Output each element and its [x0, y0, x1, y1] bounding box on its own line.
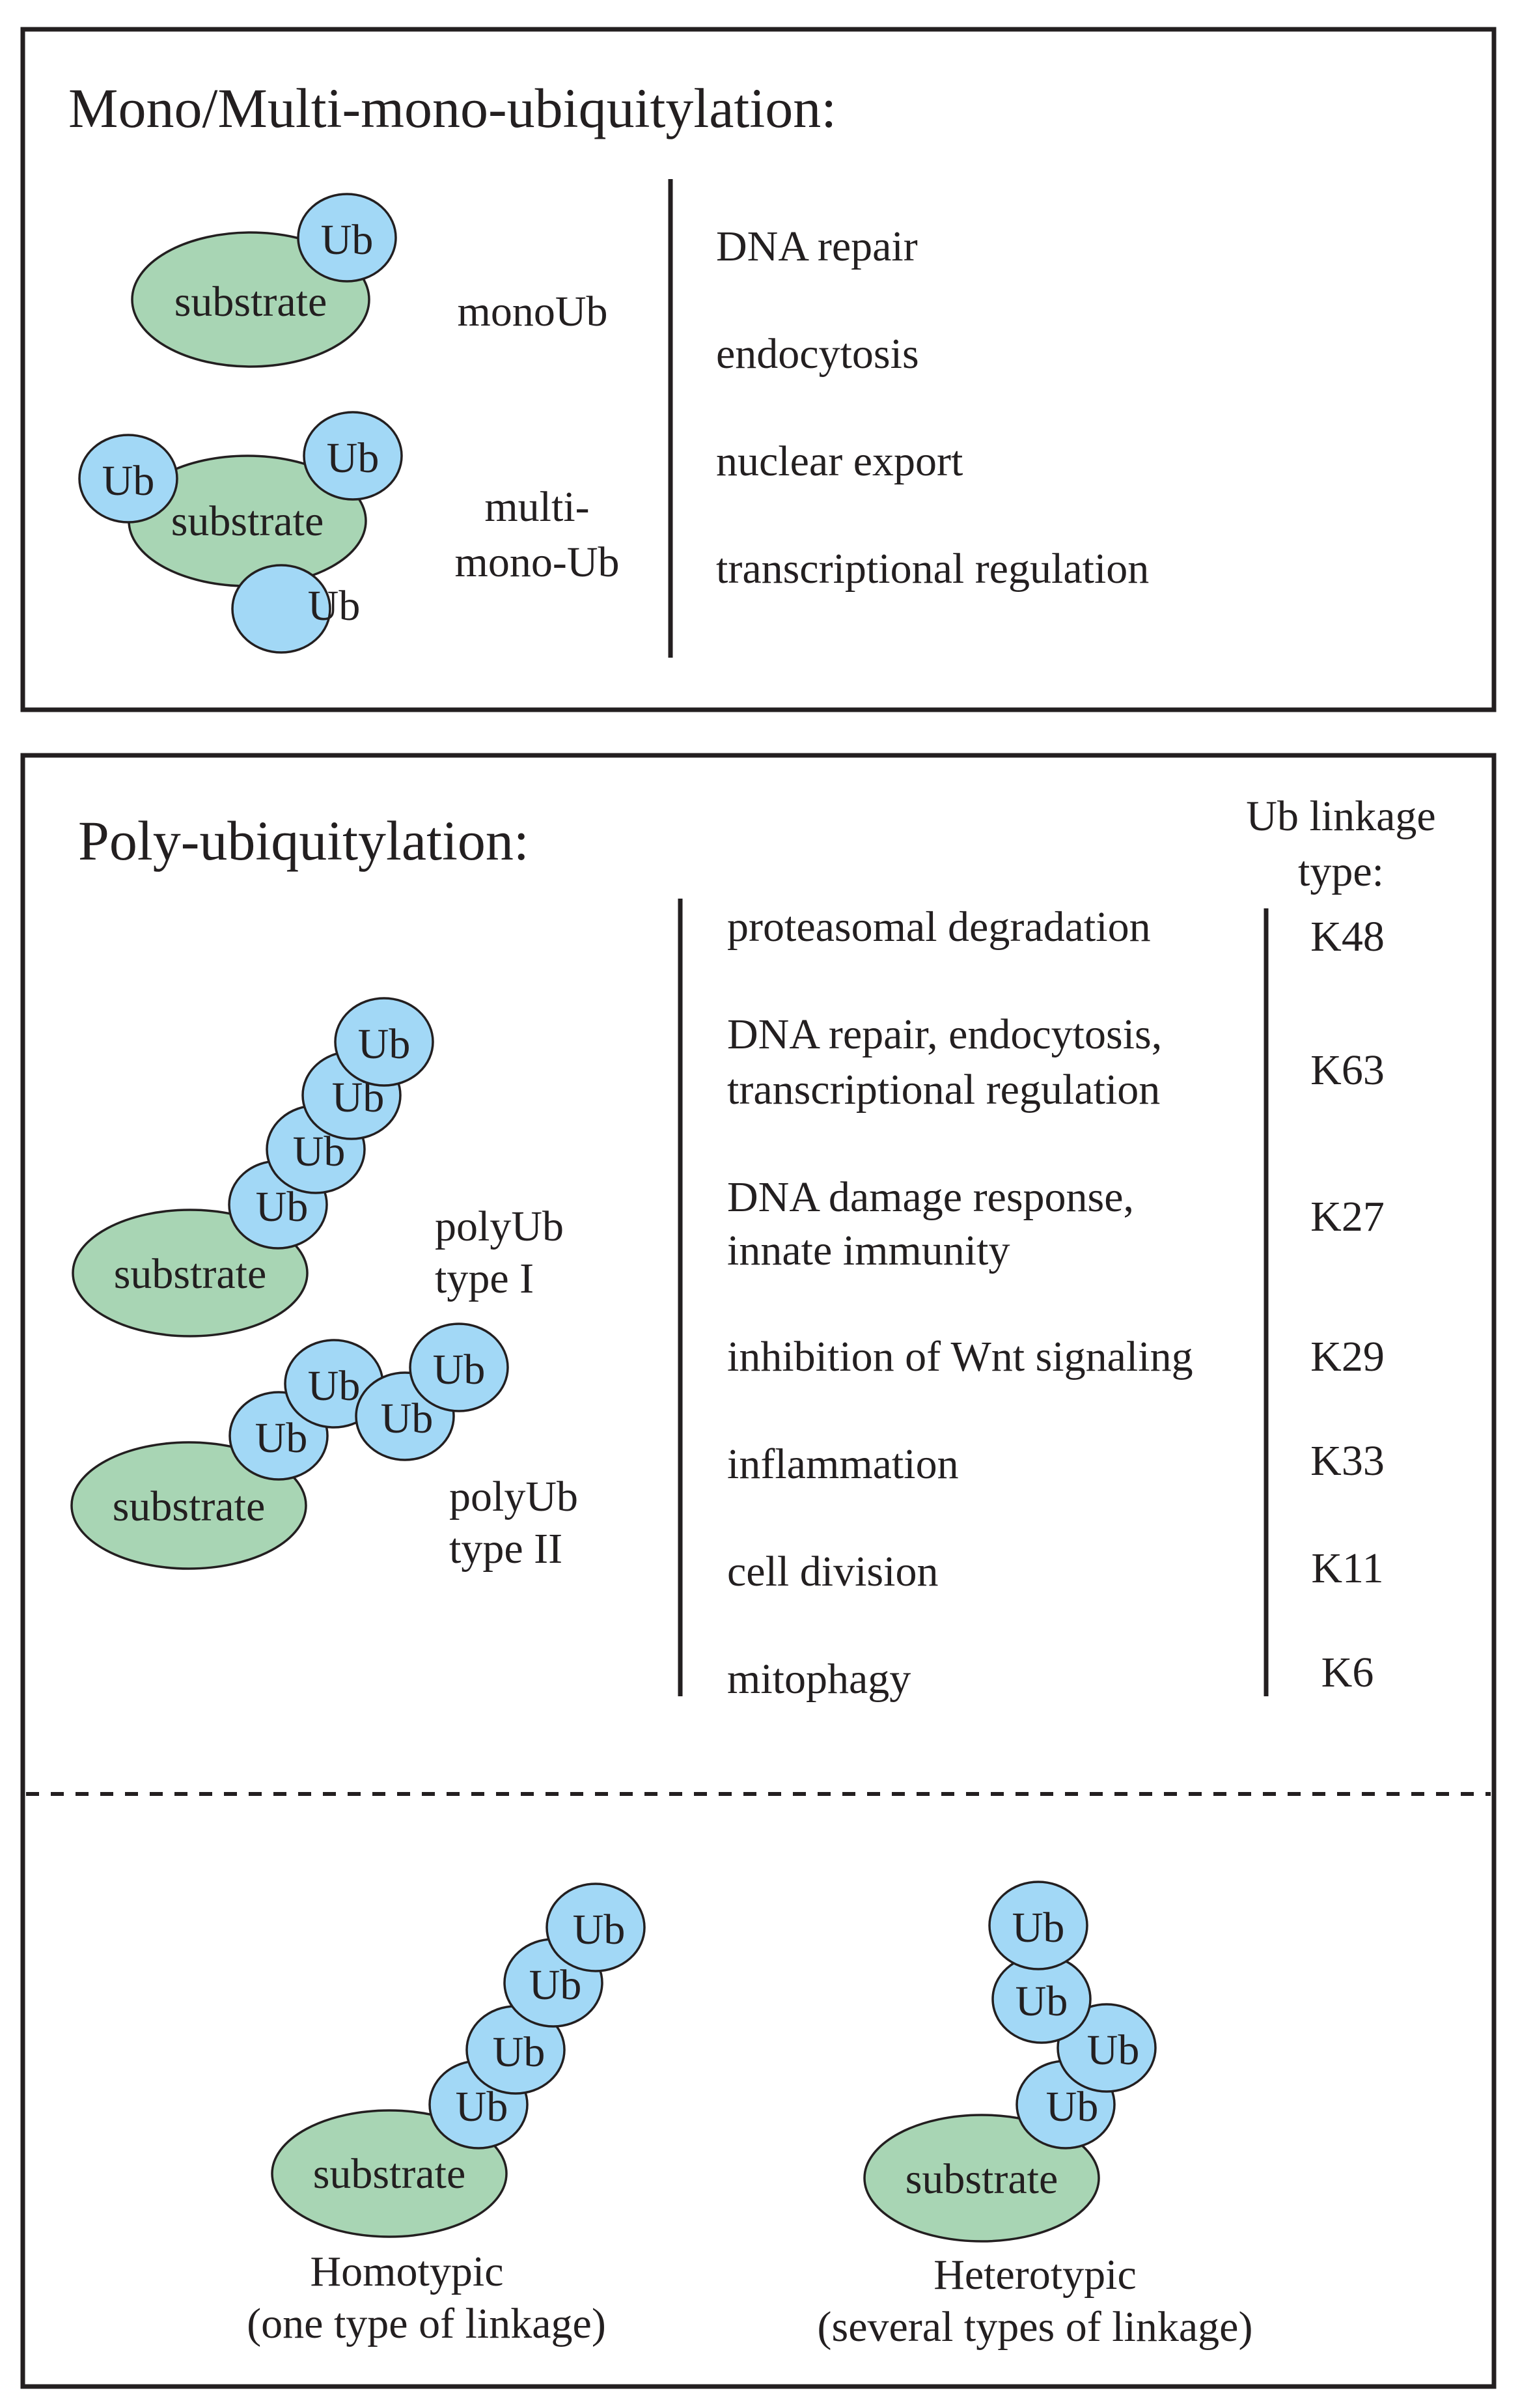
poly-ubiquitylation-panel: Poly-ubiquitylation: Ub linkage type: su… [20, 753, 1497, 2389]
heterotypic-chain: substrate Ub Ub Ub Ub [863, 1881, 1157, 2243]
polyub-type1-line2: type I [435, 1255, 534, 1302]
ub-shape [988, 1881, 1088, 1970]
monoub-label: monoUb [458, 288, 608, 335]
ub-label: Ub [573, 1906, 626, 1953]
substrate-label: substrate [114, 1250, 267, 1298]
ub-label: Ub [255, 1414, 308, 1462]
mono-function-item: endocytosis [716, 330, 919, 378]
substrate-label: substrate [113, 1483, 266, 1530]
mono-function-item: transcriptional regulation [716, 545, 1149, 593]
monoub-molecule: substrate Ub [131, 193, 397, 368]
poly-row: DNA repair, endocytosis, transcriptional… [727, 1011, 1385, 1113]
mono-function-list: DNA repair endocytosis nuclear export tr… [716, 223, 1149, 593]
ub-label: Ub [321, 216, 374, 264]
poly-row-linkage: K27 [1310, 1193, 1385, 1240]
multi-monoub-molecule: substrate Ub Ub Ub [78, 411, 403, 654]
ub-label: Ub [102, 457, 155, 505]
poly-row-function: proteasomal degradation [727, 903, 1151, 951]
poly-row-function: innate immunity [727, 1227, 1010, 1274]
poly-row: inhibition of Wnt signaling K29 [727, 1333, 1385, 1380]
poly-row-function: DNA repair, endocytosis, [727, 1011, 1162, 1058]
poly-row-linkage: K48 [1310, 913, 1385, 960]
polyub-type1-line1: polyUb [435, 1203, 564, 1250]
poly-panel-title: Poly-ubiquitylation: [78, 809, 529, 872]
ub-shape [546, 1883, 646, 1972]
poly-row-function: transcriptional regulation [727, 1066, 1160, 1113]
poly-row: proteasomal degradation K48 [727, 903, 1385, 960]
substrate-label: substrate [171, 497, 324, 545]
homotypic-sublabel: (one type of linkage) [247, 2300, 606, 2347]
ub-shape [297, 193, 397, 283]
poly-row-function: cell division [727, 1548, 938, 1595]
ub-label: Ub [308, 1362, 361, 1410]
mono-panel-frame [20, 27, 1497, 712]
poly-panel-frame [20, 753, 1497, 2389]
polyub-type2-line2: type II [449, 1525, 562, 1573]
poly-row-function: mitophagy [727, 1655, 911, 1703]
ub-label: Ub [358, 1020, 411, 1068]
ub-label: Ub [1046, 2083, 1099, 2131]
substrate-shape [70, 1441, 307, 1570]
ub-label: Ub [1012, 1904, 1065, 1952]
ub-shape [78, 434, 178, 524]
ub-shape [1057, 2003, 1157, 2093]
substrate-shape [72, 1209, 309, 1337]
polyub-type2-molecule: substrate Ub Ub Ub Ub [70, 1323, 509, 1570]
multi-label-line1: multi- [484, 483, 589, 531]
poly-row-linkage: K29 [1310, 1333, 1385, 1380]
ub-label: Ub [1016, 1978, 1068, 2025]
mono-panel-title: Mono/Multi-mono-ubiquitylation: [68, 77, 836, 139]
ub-label: Ub [327, 434, 380, 482]
mono-function-item: nuclear export [716, 438, 963, 485]
ub-label: Ub [381, 1395, 434, 1442]
poly-row: inflammation K33 [727, 1437, 1385, 1488]
heterotypic-label: Heterotypic [933, 2251, 1137, 2299]
poly-row-linkage: K33 [1310, 1437, 1385, 1485]
substrate-shape [863, 2114, 1100, 2243]
multi-label-line2: mono-Ub [455, 539, 620, 586]
ub-shape [303, 411, 403, 501]
homotypic-chain: substrate Ub Ub Ub Ub [271, 1883, 646, 2238]
ub-label: Ub [493, 2028, 546, 2076]
polyub-type2-line1: polyUb [449, 1473, 578, 1520]
ub-shape [231, 564, 331, 654]
homotypic-label: Homotypic [311, 2248, 504, 2295]
substrate-label: substrate [905, 2155, 1058, 2203]
ub-label: Ub [433, 1346, 486, 1393]
ub-label: Ub [308, 582, 361, 630]
linkage-header-line1: Ub linkage [1246, 792, 1435, 840]
linkage-header-line2: type: [1298, 848, 1384, 895]
substrate-label: substrate [313, 2150, 466, 2198]
ub-label: Ub [529, 1961, 582, 2009]
poly-row-function: inflammation [727, 1440, 959, 1488]
poly-row-function: DNA damage response, [727, 1173, 1134, 1221]
poly-row-linkage: K6 [1321, 1649, 1374, 1696]
poly-row-linkage: K63 [1310, 1046, 1385, 1094]
mono-function-item: DNA repair [716, 223, 918, 270]
mono-ubiquitylation-panel: Mono/Multi-mono-ubiquitylation: substrat… [20, 27, 1497, 712]
poly-row: mitophagy K6 [727, 1649, 1374, 1703]
heterotypic-sublabel: (several types of linkage) [818, 2303, 1253, 2351]
ub-shape [334, 997, 434, 1087]
poly-row: cell division K11 [727, 1545, 1384, 1595]
ub-label: Ub [1087, 2026, 1140, 2074]
substrate-shape [271, 2109, 508, 2238]
substrate-label: substrate [174, 278, 327, 326]
polyub-type1-molecule: substrate Ub Ub Ub Ub [72, 997, 434, 1337]
poly-row-function: inhibition of Wnt signaling [727, 1333, 1193, 1380]
ub-shape [409, 1323, 509, 1412]
poly-row: DNA damage response, innate immunity K27 [727, 1173, 1385, 1274]
poly-row-linkage: K11 [1311, 1545, 1383, 1592]
